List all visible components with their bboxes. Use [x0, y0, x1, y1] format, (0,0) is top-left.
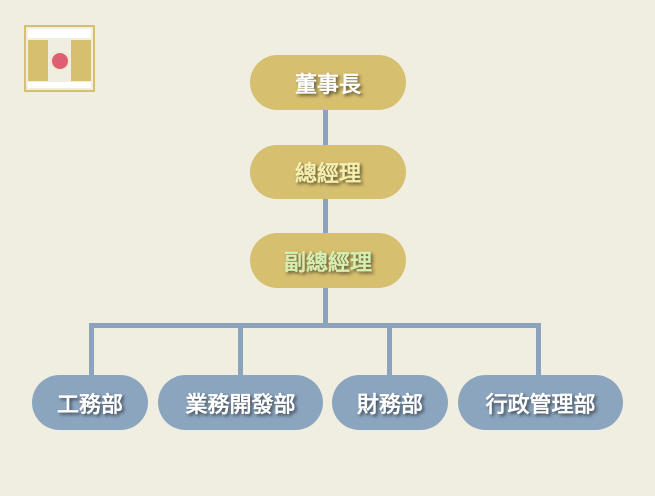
connector-line	[238, 323, 243, 377]
node-business-development-dept: 業務開發部	[158, 375, 323, 430]
node-label: 總經理	[294, 162, 361, 187]
node-label: 行政管理部	[485, 392, 596, 418]
node-deputy-general-manager: 副總經理	[250, 233, 406, 288]
connector-line	[323, 108, 328, 326]
company-logo-icon	[24, 25, 95, 92]
node-label: 業務開發部	[185, 392, 296, 418]
node-engineering-dept: 工務部	[32, 375, 148, 430]
connector-line	[89, 323, 94, 377]
node-general-manager: 總經理	[250, 145, 406, 199]
node-label: 副總經理	[283, 250, 372, 276]
node-administration-dept: 行政管理部	[458, 375, 623, 430]
node-label: 財務部	[356, 392, 423, 418]
node-label: 工務部	[56, 392, 123, 418]
connector-line	[387, 323, 392, 377]
node-label: 董事長	[294, 72, 361, 98]
connector-line	[89, 323, 541, 328]
connector-line	[536, 323, 541, 377]
node-chairman: 董事長	[250, 55, 406, 110]
node-finance-dept: 財務部	[332, 375, 448, 430]
